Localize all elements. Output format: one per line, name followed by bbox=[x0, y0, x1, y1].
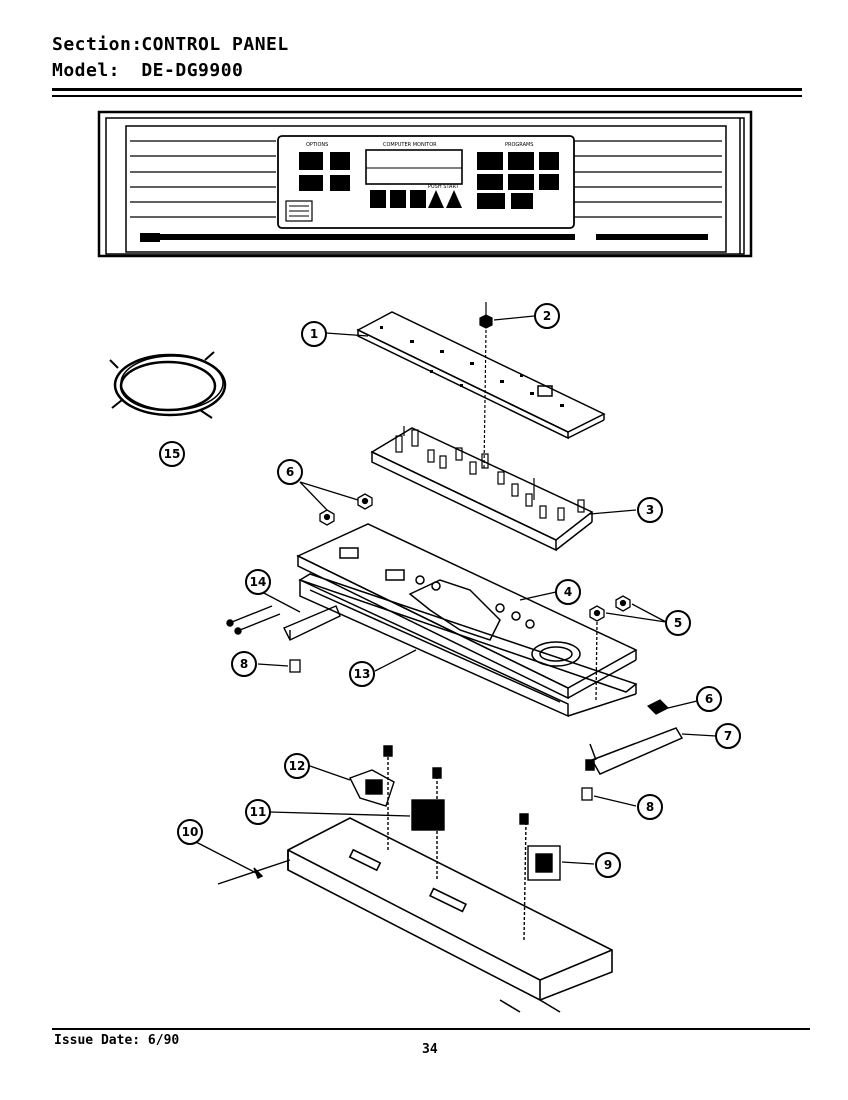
model-key: Model: bbox=[52, 60, 121, 81]
switch-part-12 bbox=[349, 745, 395, 850]
button-tray-part bbox=[370, 426, 594, 552]
mounting-plate-part bbox=[296, 523, 638, 700]
callout-circle-1 bbox=[301, 321, 327, 347]
lever-arm-part bbox=[585, 727, 684, 775]
footer-rule bbox=[52, 1028, 810, 1030]
callout-label-12: 12 bbox=[289, 759, 306, 773]
clip-part-8-upper bbox=[289, 659, 301, 673]
panel-label-monitor: COMPUTER MONITOR bbox=[383, 142, 437, 148]
screw-set-part-14 bbox=[226, 605, 341, 641]
callout-label-5: 5 bbox=[674, 616, 682, 630]
callout-circle-12 bbox=[284, 753, 310, 779]
callout-label-2: 2 bbox=[543, 309, 551, 323]
callout-circle-4 bbox=[555, 579, 581, 605]
callout-label-13: 13 bbox=[354, 667, 371, 681]
callout-circle-7 bbox=[715, 723, 741, 749]
callout-circle-6-lower bbox=[696, 686, 722, 712]
callout-circle-6-upper bbox=[277, 459, 303, 485]
callout-label-8-upper: 8 bbox=[240, 657, 248, 671]
clip-part-8-lower bbox=[581, 787, 593, 801]
callout-circle-11 bbox=[245, 799, 271, 825]
callout-circle-5 bbox=[665, 610, 691, 636]
model-value: DE-DG9900 bbox=[141, 60, 244, 81]
nut-pair-part-5 bbox=[589, 595, 631, 701]
callout-label-4: 4 bbox=[564, 585, 572, 599]
base-panel-part bbox=[287, 817, 613, 1013]
section-heading: Section: CONTROL PANEL bbox=[52, 34, 289, 55]
transformer-part bbox=[519, 813, 561, 941]
callout-label-11: 11 bbox=[250, 805, 267, 819]
callout-label-7: 7 bbox=[724, 729, 732, 743]
nut-part-2 bbox=[479, 302, 493, 471]
callout-label-8-lower: 8 bbox=[646, 800, 654, 814]
section-key: Section: bbox=[52, 34, 143, 55]
callout-circle-9 bbox=[595, 852, 621, 878]
callout-label-14: 14 bbox=[250, 575, 267, 589]
panel-label-programs: PROGRAMS bbox=[505, 142, 533, 148]
section-value: CONTROL PANEL bbox=[141, 34, 289, 55]
callout-circle-8-upper bbox=[231, 651, 257, 677]
callout-label-15: 15 bbox=[164, 447, 181, 461]
control-panel-front-view bbox=[97, 110, 753, 258]
callout-circle-2 bbox=[534, 303, 560, 329]
page-number: 34 bbox=[422, 1042, 438, 1057]
callout-circle-15 bbox=[159, 441, 185, 467]
callout-circles bbox=[159, 303, 741, 878]
bracket-rail-part bbox=[298, 573, 638, 718]
panel-label-options: OPTIONS bbox=[306, 142, 328, 148]
callout-circle-3 bbox=[637, 497, 663, 523]
callout-label-6-lower: 6 bbox=[705, 692, 713, 706]
header-rule-top bbox=[52, 88, 802, 91]
panel-label-start: PUSH START bbox=[428, 184, 460, 190]
knob-part-6-lower bbox=[646, 699, 670, 715]
callout-circle-10 bbox=[177, 819, 203, 845]
wire-harness-part bbox=[109, 351, 227, 419]
model-heading: Model: DE-DG9900 bbox=[52, 60, 243, 81]
callout-label-9: 9 bbox=[604, 858, 612, 872]
callout-circle-8-lower bbox=[637, 794, 663, 820]
circuit-board-part bbox=[356, 311, 606, 440]
header-rule-bottom bbox=[52, 95, 802, 97]
callout-label-1: 1 bbox=[310, 327, 318, 341]
callout-leaders bbox=[257, 315, 717, 865]
callout-label-6-upper: 6 bbox=[286, 465, 294, 479]
issue-date: Issue Date: 6/90 bbox=[54, 1033, 180, 1048]
nut-pair-part-6 bbox=[319, 493, 373, 526]
callout-circle-14 bbox=[245, 569, 271, 595]
callout-circle-13 bbox=[349, 661, 375, 687]
callout-label-3: 3 bbox=[646, 503, 654, 517]
callout-label-10: 10 bbox=[182, 825, 199, 839]
leader-line-10 bbox=[195, 841, 291, 885]
